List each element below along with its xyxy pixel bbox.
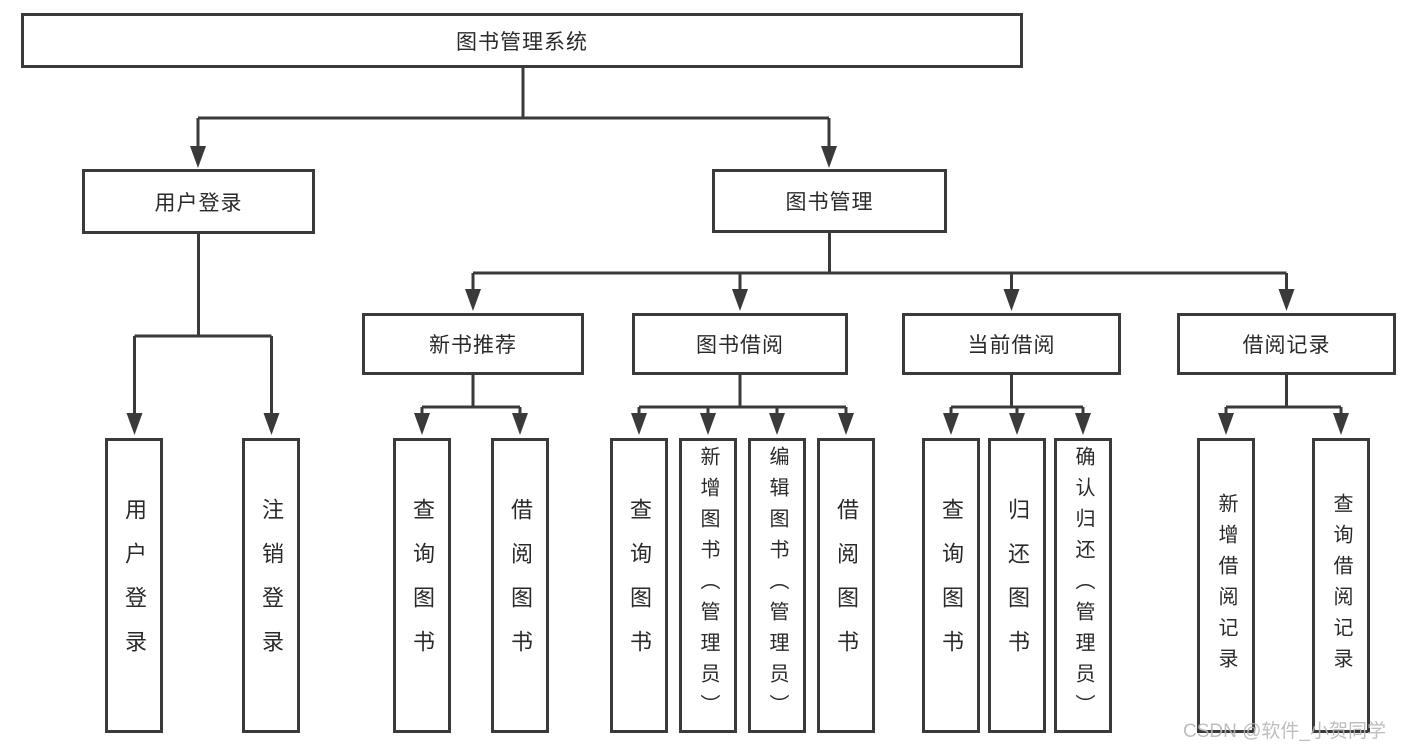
csdn-watermark: CSDN @软件_小贺同学 — [1183, 721, 1386, 742]
node-book-management-label: 图书管理 — [785, 191, 874, 214]
node-borrow-records: 借阅记录 — [1177, 313, 1396, 375]
leaf-borrow-query-book: 查询图书 — [610, 438, 668, 733]
leaf-borrow-add-book-admin-label: 新增图书（管理员） — [697, 446, 719, 725]
node-user-login-label: 用户登录 — [154, 191, 243, 215]
leaf-records-query-record: 查询借阅记录 — [1312, 438, 1370, 733]
leaf-current-return-book-label: 归还图书 — [1005, 497, 1030, 674]
node-new-book-recommend: 新书推荐 — [362, 313, 584, 375]
node-current-borrow: 当前借阅 — [902, 313, 1121, 375]
leaf-logout-label: 注销登录 — [259, 497, 284, 674]
node-book-management: 图书管理 — [712, 169, 947, 233]
leaf-borrow-query-book-label: 查询图书 — [627, 497, 652, 674]
leaf-newrec-query-book-label: 查询图书 — [410, 497, 435, 674]
leaf-borrow-edit-book-admin: 编辑图书（管理员） — [748, 438, 806, 733]
node-root-label: 图书管理系统 — [456, 30, 588, 54]
leaf-newrec-borrow-book: 借阅图书 — [491, 438, 549, 733]
leaf-user-login-label: 用户登录 — [122, 497, 147, 674]
leaf-borrow-add-book-admin: 新增图书（管理员） — [679, 438, 737, 733]
arrowheads — [126, 146, 1349, 435]
node-borrow-records-label: 借阅记录 — [1242, 334, 1331, 357]
leaf-user-login: 用户登录 — [105, 438, 163, 733]
leaf-newrec-query-book: 查询图书 — [393, 438, 451, 733]
leaf-records-query-record-label: 查询借阅记录 — [1330, 492, 1352, 679]
leaf-current-query-book-label: 查询图书 — [939, 497, 964, 674]
node-book-borrow: 图书借阅 — [632, 313, 848, 375]
leaf-current-confirm-return-admin: 确认归还（管理员） — [1054, 438, 1112, 733]
leaf-logout: 注销登录 — [242, 438, 300, 733]
leaf-current-confirm-return-admin-label: 确认归还（管理员） — [1072, 446, 1094, 725]
leaf-borrow-borrow-book-label: 借阅图书 — [834, 497, 859, 674]
leaf-borrow-borrow-book: 借阅图书 — [817, 438, 875, 733]
leaf-newrec-borrow-book-label: 借阅图书 — [508, 497, 533, 674]
node-root-system: 图书管理系统 — [21, 13, 1023, 68]
node-user-login: 用户登录 — [82, 169, 315, 234]
leaf-records-add-record: 新增借阅记录 — [1197, 438, 1255, 733]
node-book-borrow-label: 图书借阅 — [696, 334, 784, 357]
node-new-book-recommend-label: 新书推荐 — [429, 334, 517, 357]
leaf-records-add-record-label: 新增借阅记录 — [1215, 492, 1237, 679]
leaf-current-return-book: 归还图书 — [988, 438, 1046, 733]
leaf-borrow-edit-book-admin-label: 编辑图书（管理员） — [766, 446, 788, 725]
node-current-borrow-label: 当前借阅 — [967, 334, 1056, 357]
leaf-current-query-book: 查询图书 — [922, 438, 980, 733]
